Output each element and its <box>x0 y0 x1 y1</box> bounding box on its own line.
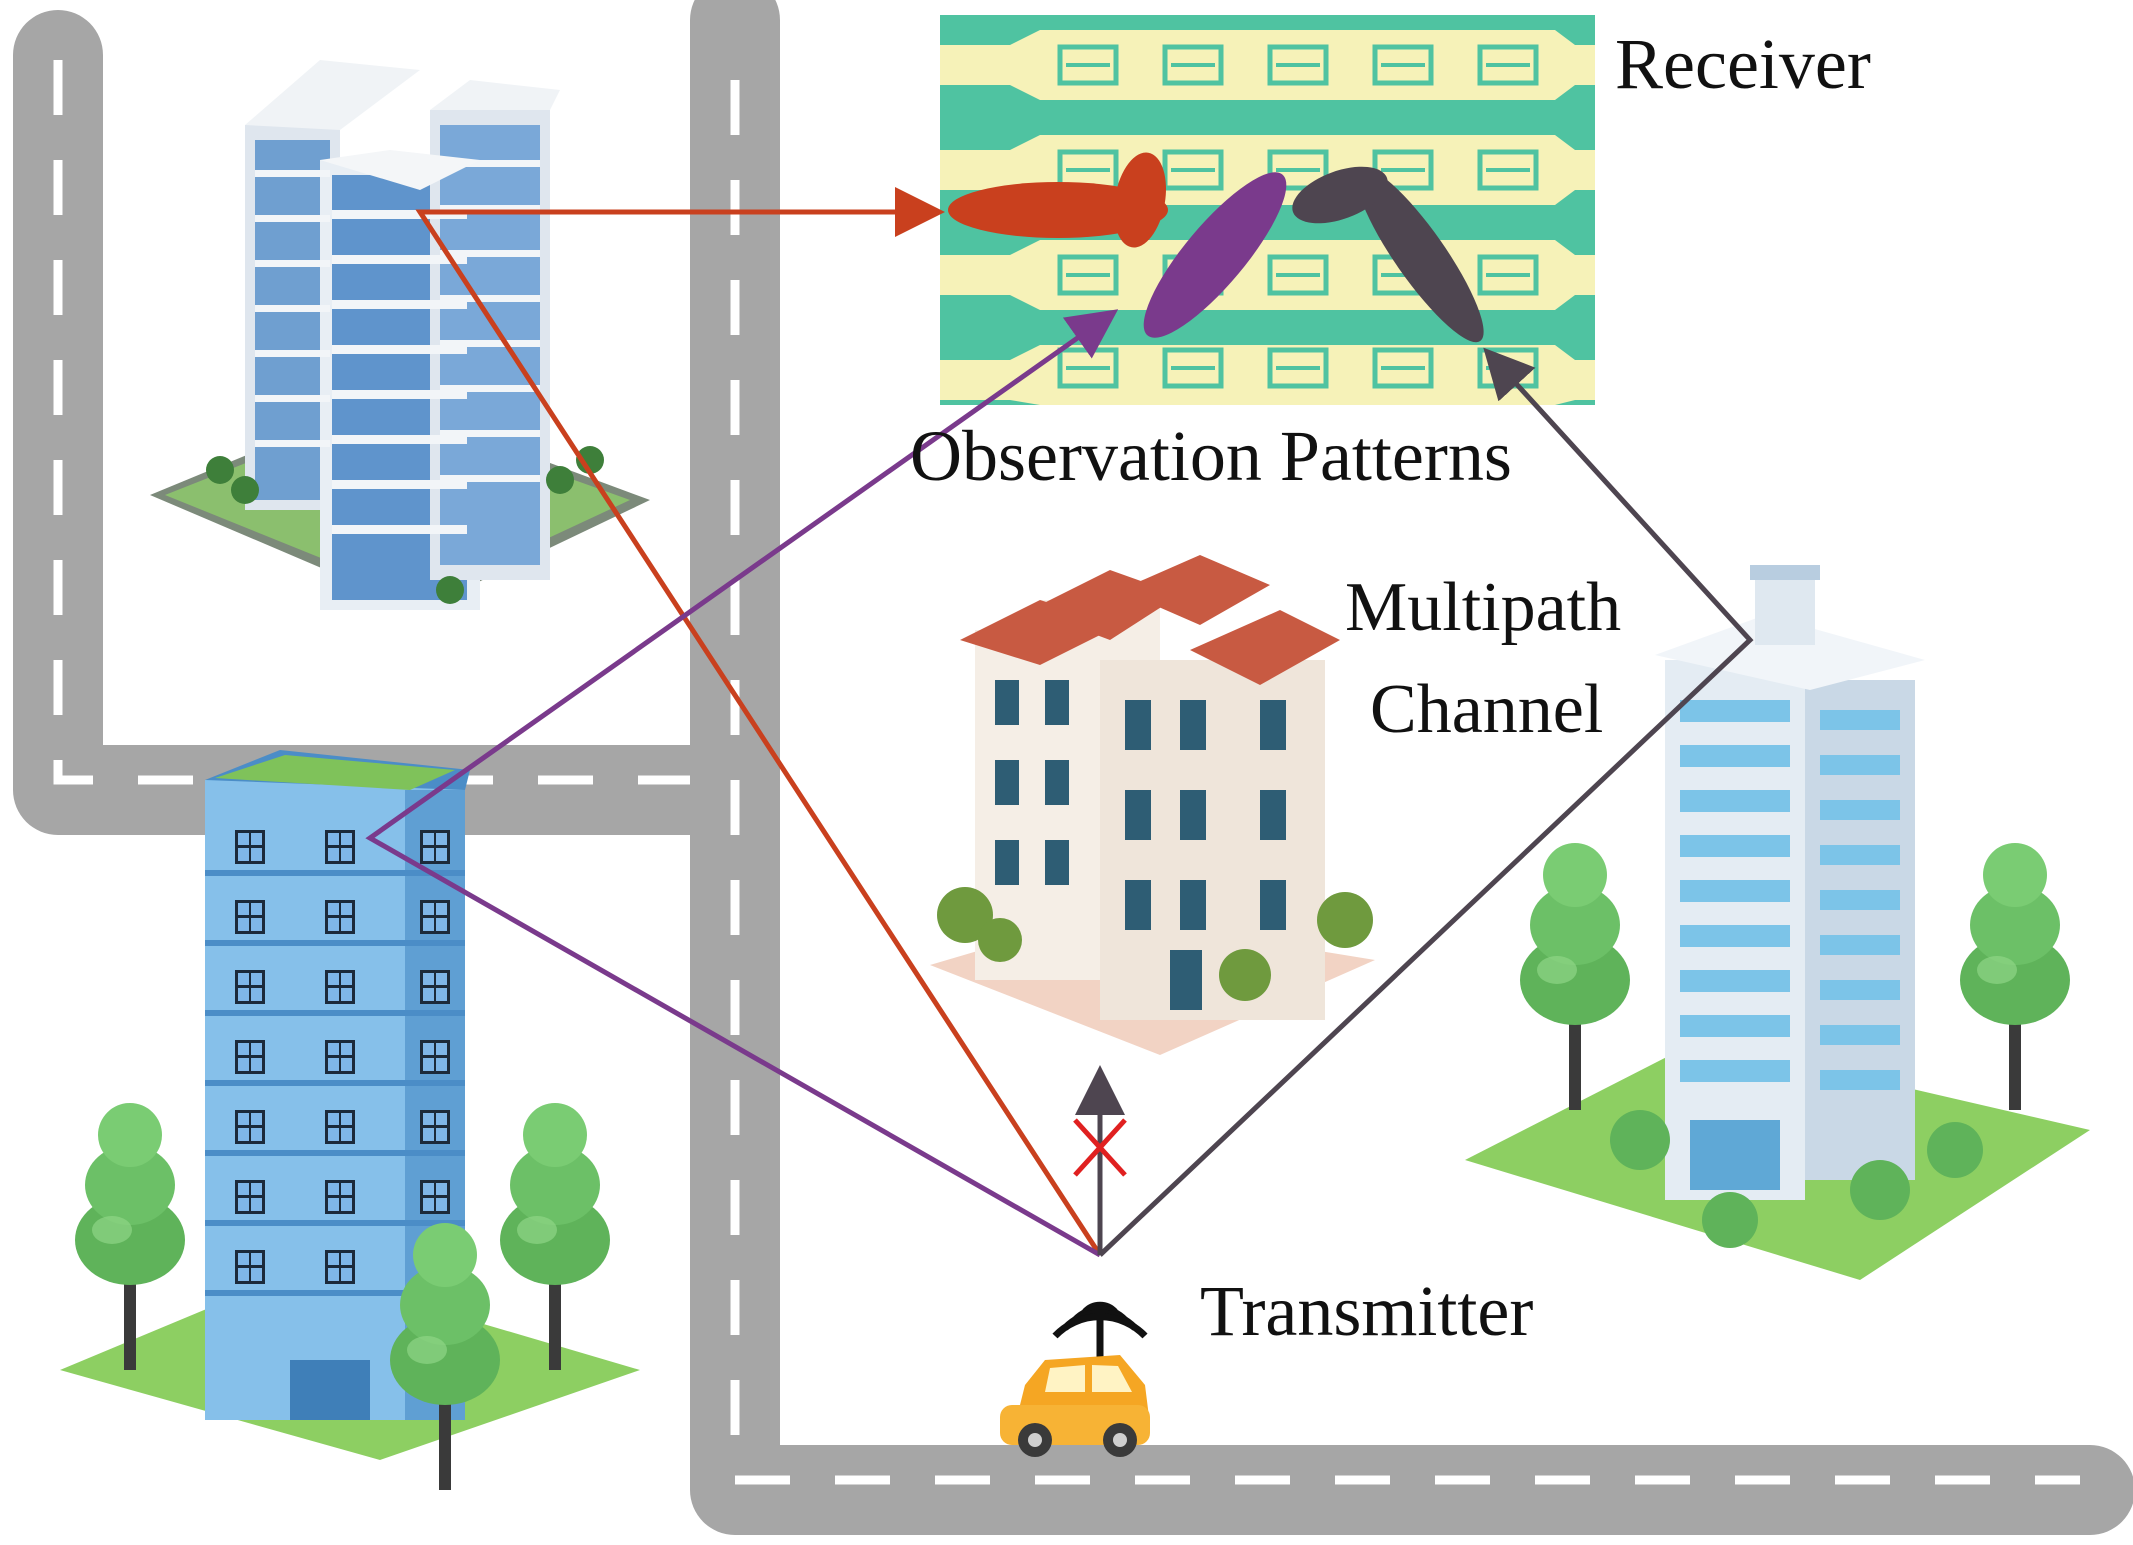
transmitter-label: Transmitter <box>1200 1271 1533 1351</box>
lobe-red-tip <box>1114 152 1166 248</box>
path-dark <box>1098 347 1754 1257</box>
lobe-dark <box>1356 167 1484 343</box>
multipath-channel-label-line1: Multipath <box>1345 569 1621 646</box>
receiver-antenna-array <box>940 15 1595 405</box>
apartment-block-icon <box>60 750 640 1490</box>
receiver-label: Receiver <box>1615 24 1871 104</box>
tree-icon <box>500 1103 610 1370</box>
path-red <box>415 187 1103 1257</box>
car-icon <box>1000 1355 1150 1457</box>
multipath-rays <box>365 187 1754 1258</box>
observation-pattern-lobes <box>948 152 1484 343</box>
cross-icon <box>1073 1118 1127 1177</box>
lobe-dark-head <box>1292 166 1388 224</box>
path-purple <box>365 309 1119 1258</box>
observation-patterns-label: Observation Patterns <box>910 416 1512 496</box>
office-tower-icon <box>150 60 650 610</box>
wireless-signal-icon <box>1052 1301 1148 1360</box>
road-network <box>13 0 2133 1535</box>
multipath-channel-label-line2: Channel <box>1370 671 1603 748</box>
lobe-purple <box>1143 172 1287 338</box>
tree-icon <box>1520 843 1630 1110</box>
white-tower-icon <box>1465 565 2090 1280</box>
tree-icon <box>1960 843 2070 1110</box>
lobe-red <box>948 182 1168 238</box>
villa-building-icon <box>930 555 1375 1055</box>
